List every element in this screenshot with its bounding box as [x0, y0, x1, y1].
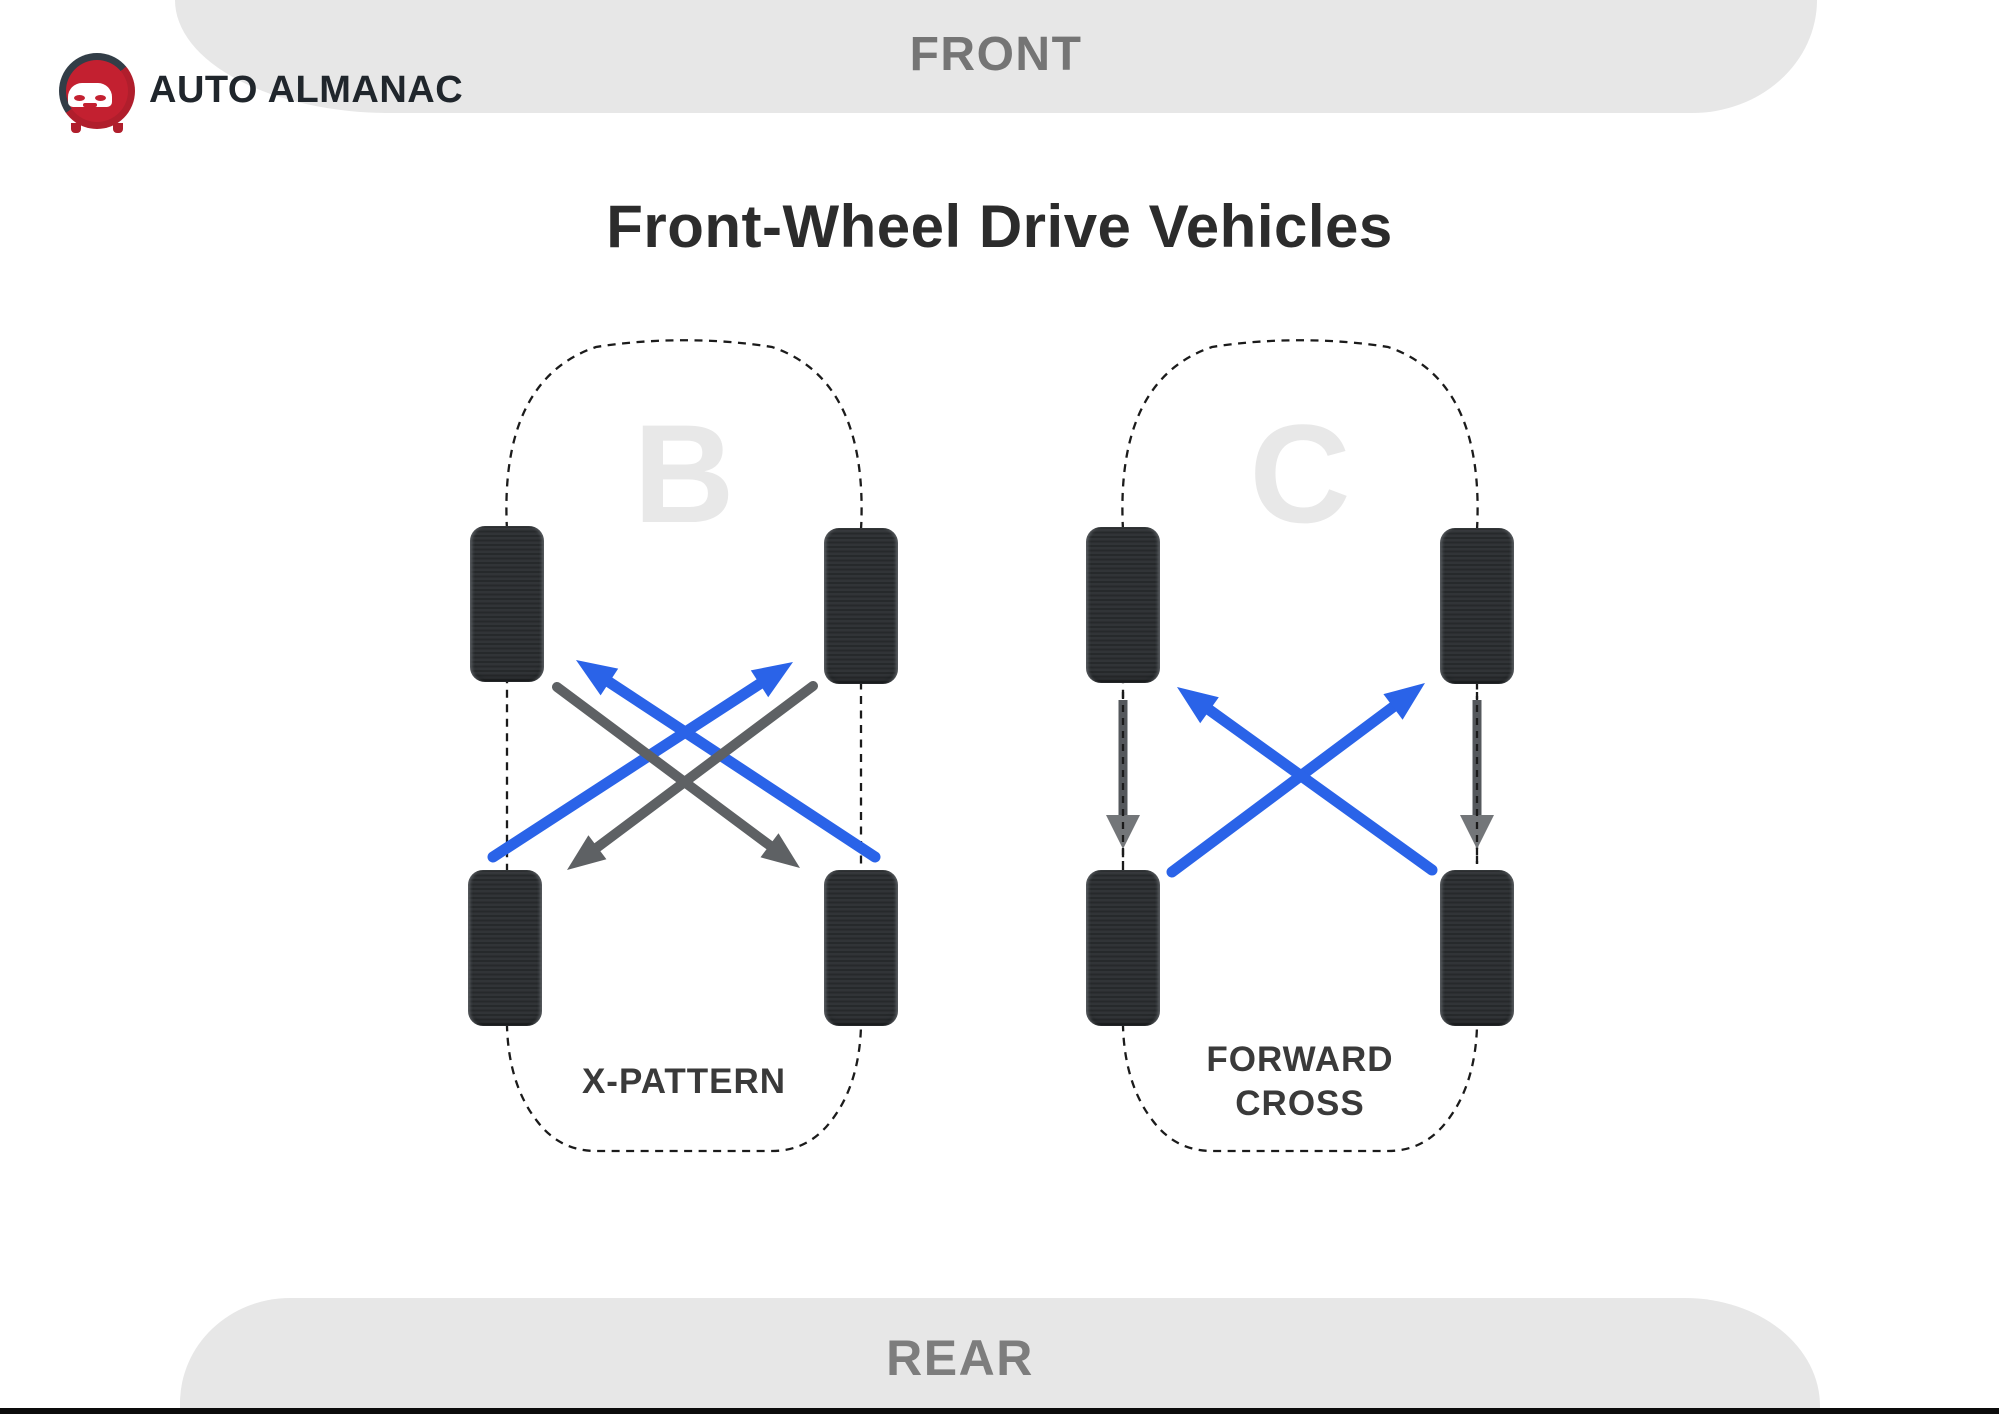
tire-c-front-right	[1440, 528, 1514, 684]
logo-car-headlight-right	[95, 95, 106, 101]
pattern-label-forward-cross: FORWARD CROSS	[1206, 1040, 1394, 1124]
page-title: Front-Wheel Drive Vehicles	[606, 193, 1393, 260]
tire-b-rear-left	[468, 870, 542, 1026]
rear-banner: REAR	[180, 1298, 1820, 1408]
rear-label: REAR	[886, 1330, 1034, 1386]
tire-b-rear-right	[824, 870, 898, 1026]
arrow-c-front-right-to-rear-right	[1460, 692, 1494, 864]
logo-wheel-left	[71, 123, 81, 133]
tire-c-rear-right	[1440, 870, 1514, 1026]
pattern-label-x-pattern: X-PATTERN	[581, 1062, 787, 1101]
tire-c-front-left	[1086, 527, 1160, 683]
arrow-b-front-right-to-rear-left	[567, 681, 818, 870]
logo-car-headlight-left	[74, 95, 85, 101]
arrow-c-rear-right-to-front-left	[1177, 687, 1438, 876]
logo-wheel-right	[113, 123, 123, 133]
arrow-b-rear-left-to-front-right	[487, 662, 793, 863]
tire-c-rear-left	[1086, 870, 1160, 1026]
car-logo-icon	[59, 53, 135, 133]
diagram-letter-b: B	[633, 395, 735, 552]
arrow-c-front-left-to-rear-left	[1106, 692, 1140, 864]
brand-name: AUTO ALMANAC	[149, 68, 464, 111]
bottom-black-bar	[0, 1408, 1999, 1414]
front-banner: FRONT	[175, 0, 1817, 113]
tire-b-front-left	[470, 526, 544, 682]
logo-car-grille	[83, 103, 97, 107]
brand-logo: AUTO ALMANAC	[59, 53, 464, 133]
tire-b-front-right	[824, 528, 898, 684]
arrow-c-rear-left-to-front-right	[1166, 683, 1425, 878]
diagram-letter-c: C	[1249, 395, 1351, 552]
arrow-b-rear-right-to-front-left	[576, 660, 881, 863]
front-label: FRONT	[909, 28, 1083, 81]
arrow-b-front-left-to-rear-right	[552, 682, 800, 868]
